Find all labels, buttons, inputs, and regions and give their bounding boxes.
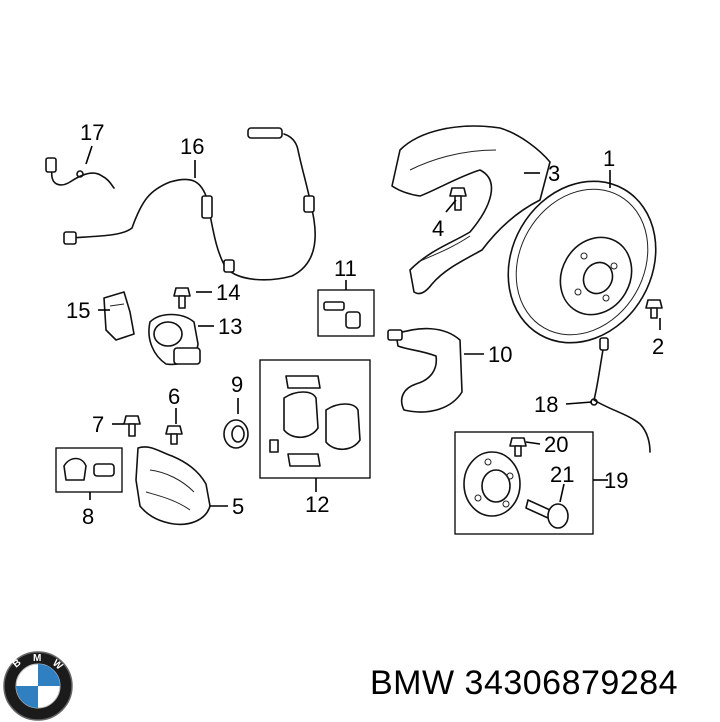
part-12-brake-pads — [269, 375, 361, 467]
callout-10: 10 — [488, 342, 512, 367]
part-8-clips — [63, 457, 115, 481]
part-number: 34306879284 — [464, 664, 679, 702]
part-20-bolt — [509, 437, 527, 457]
part-3-dust-shield — [391, 125, 551, 295]
part-9-seal — [223, 419, 249, 449]
callout-9: 9 — [231, 372, 243, 397]
part-13-actuator — [148, 313, 201, 366]
callout-14: 14 — [216, 280, 240, 305]
callout-7: 7 — [92, 412, 104, 437]
part-15-bracket — [103, 291, 135, 341]
callout-labels: 1 2 3 4 5 6 7 8 9 10 11 12 13 14 15 16 1… — [66, 120, 664, 529]
callout-13: 13 — [218, 314, 242, 339]
part-1-brake-disc — [507, 180, 657, 344]
callout-20: 20 — [544, 432, 568, 457]
logo-letter-m: M — [33, 653, 41, 664]
callout-18: 18 — [534, 392, 558, 417]
callout-17: 17 — [80, 120, 104, 145]
part-18-sensor-cable — [590, 337, 651, 453]
brand-name: BMW — [370, 664, 455, 702]
part-21-hub-bolt — [525, 499, 569, 529]
part-16-wear-sensor-wire — [63, 127, 316, 281]
part-7-bolt — [123, 415, 141, 437]
part-11-bolt-bushing — [323, 301, 361, 329]
part-19-box — [454, 431, 594, 535]
callout-5: 5 — [232, 494, 244, 519]
part-5-caliper — [135, 446, 211, 526]
callout-2: 2 — [652, 334, 664, 359]
part-17-sensor-wire — [45, 157, 115, 189]
leader-lines — [85, 145, 661, 507]
callout-19: 19 — [604, 468, 628, 493]
callout-3: 3 — [548, 161, 560, 186]
callout-12: 12 — [305, 492, 329, 517]
part-8-box — [55, 447, 123, 493]
callout-21: 21 — [550, 462, 574, 487]
callout-4: 4 — [432, 216, 444, 241]
bmw-logo: B M W — [3, 651, 73, 721]
part-14-bolt — [173, 287, 191, 309]
part-caption: BMW 34306879284 — [370, 664, 678, 703]
callout-16: 16 — [180, 134, 204, 159]
part-2-bolt — [645, 299, 663, 319]
callout-15: 15 — [66, 298, 90, 323]
callout-8: 8 — [82, 504, 94, 529]
part-4-screw — [449, 187, 467, 211]
callout-6: 6 — [168, 384, 180, 409]
part-12-box — [259, 359, 371, 479]
callout-1: 1 — [603, 146, 615, 171]
part-19-wheel-hub — [463, 451, 521, 517]
part-10-caliper-carrier — [387, 327, 463, 413]
callout-11: 11 — [334, 256, 357, 281]
part-6-bolt — [165, 425, 183, 445]
